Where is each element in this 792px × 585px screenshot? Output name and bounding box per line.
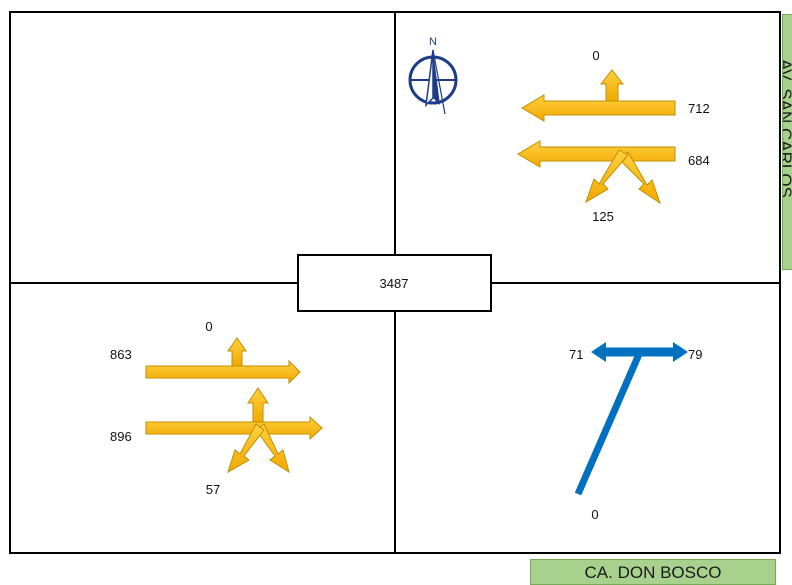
ne-upper-arrow	[521, 94, 676, 122]
sw-lower-arrow	[145, 415, 323, 441]
se-flow-group: 71 79 0	[569, 342, 702, 522]
sw-upper-value: 863	[110, 347, 132, 362]
sw-lower-value: 896	[110, 429, 132, 444]
sw-flow-group: 0 863 896 57	[110, 319, 323, 497]
sw-bottom-value: 57	[206, 482, 220, 497]
sw-upper-arrow	[145, 359, 301, 385]
se-left-value: 71	[569, 347, 583, 362]
ne-bottom-value: 125	[592, 209, 614, 224]
sw-up-arrow	[227, 337, 247, 367]
ne-right-diag-arrow	[617, 151, 661, 205]
street-label-right-text: AV. SAN CARLOS	[782, 59, 792, 198]
center-total: 3487	[380, 276, 409, 291]
se-right-value: 79	[688, 347, 702, 362]
ne-up-arrow	[599, 69, 625, 102]
sw-left-diag-arrow	[227, 423, 265, 474]
ne-upper-value: 712	[688, 101, 710, 116]
sw-right-diag-arrow	[255, 423, 290, 474]
ne-lower-value: 684	[688, 153, 710, 168]
sw-lower-up-arrow	[247, 387, 269, 423]
street-label-right: AV. SAN CARLOS	[782, 14, 792, 270]
sw-top-value: 0	[205, 319, 212, 334]
compass-north-letter: N	[429, 36, 437, 48]
compass-icon: N	[408, 36, 458, 115]
center-total-box	[297, 254, 492, 312]
street-label-bottom: CA. DON BOSCO	[530, 559, 776, 585]
se-left-arrowhead	[591, 342, 606, 362]
se-diagonal-stem	[574, 350, 644, 496]
se-right-arrowhead	[673, 342, 688, 362]
se-bottom-value: 0	[591, 507, 598, 522]
ne-flow-group: 0 712 684 125	[517, 48, 710, 224]
ne-left-diag-arrow	[585, 149, 629, 204]
ne-top-value: 0	[592, 48, 599, 63]
ne-lower-arrow	[517, 140, 676, 168]
